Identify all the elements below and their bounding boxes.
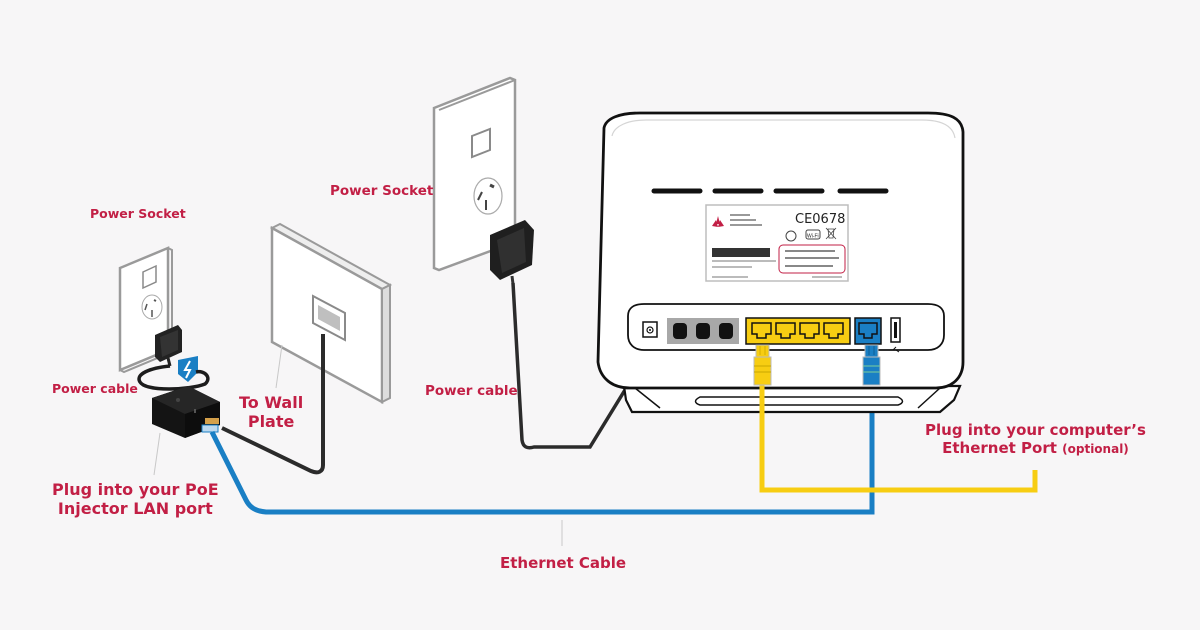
label-power-cable-right: Power cable [425,383,518,399]
left-power-cable [137,364,210,391]
power-badge-icon [178,356,198,382]
label-optional: (optional) [1062,442,1129,456]
label-ethernet-cable: Ethernet Cable [500,554,627,572]
ce-mark: CE0678 [795,212,845,227]
barcode [712,248,770,257]
usb-icon [890,346,902,353]
weee-bin-icon [825,227,837,240]
switch-icon [142,264,157,290]
wifi-badge: Wi-Fi [807,234,819,240]
poe-leader-line [153,432,161,476]
label-to-wall-plate-line1: To Wall [239,393,304,412]
ethernet-cable-blue [209,385,875,515]
right-power-adapter [490,220,534,285]
wall-plate [269,222,393,405]
switch-icon [471,127,491,159]
wall-plate-leader-line [275,344,283,389]
router-base-slot [694,396,904,406]
label-plug-poe-line1: Plug into your PoE [52,480,219,499]
label-plug-computer-line1: Plug into your computer’s [925,421,1146,439]
label-power-socket-right: Power Socket [330,183,434,199]
right-power-socket [432,76,517,272]
label-plug-computer: Plug into your computer’s Ethernet Port … [925,421,1146,457]
label-to-wall-plate-line2: Plate [247,412,295,432]
poe-injector [152,386,220,438]
blue-rj45-plug [862,344,881,386]
label-to-wall-plate: To Wall Plate [239,393,303,431]
yellow-rj45-plug [753,344,772,386]
label-plug-computer-line2: Ethernet Port [942,439,1057,457]
router-label-sticker: CE0678 Wi-Fi [705,204,849,282]
label-power-cable-left: Power cable [52,381,138,396]
wifi-credentials-box [778,244,846,274]
label-power-socket-left: Power Socket [90,206,186,221]
label-plug-poe: Plug into your PoE Injector LAN port [52,480,219,518]
ethernet-cable-yellow [759,385,1038,493]
label-plug-computer-line2-wrap: Ethernet Port (optional) [925,439,1146,457]
huawei-logo-icon [712,216,724,227]
wall-plate-cable [221,334,325,475]
router-power-cable [511,282,638,450]
label-plug-poe-line2: Injector LAN port [57,499,213,519]
